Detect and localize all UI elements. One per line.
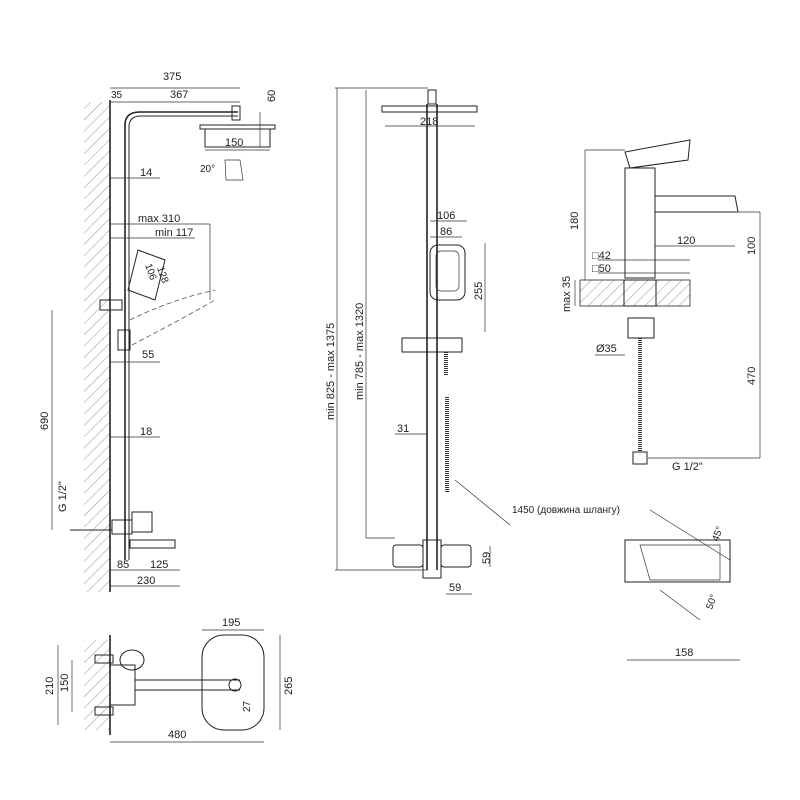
dim-55: 55 (142, 349, 154, 361)
dim-86: 86 (440, 226, 452, 238)
dim-bar-height: min 785 - max 1320 (354, 303, 366, 400)
dim-265: 265 (283, 677, 295, 695)
dim-125: 125 (150, 559, 168, 571)
mixer (422, 539, 442, 579)
thread-g-1-2: G 1/2" (57, 481, 69, 512)
spout (129, 539, 176, 549)
dim-255: 255 (473, 282, 485, 300)
dim-35: 35 (111, 90, 123, 101)
dim-27: 27 (242, 700, 253, 712)
angle-50: 50° (704, 593, 720, 611)
dim-60: 60 (266, 90, 278, 102)
dim-690: 690 (39, 412, 51, 430)
dim-max-310: max 310 (138, 213, 180, 225)
dim-367: 367 (170, 89, 188, 101)
dim-85: 85 (117, 559, 129, 571)
side-view: 375 35 367 60 150 20° 14 max 310 min 117… (39, 71, 278, 592)
head-outline (201, 634, 265, 731)
basin-faucet: 180 120 100 □42 □50 max 35 Ø35 470 G 1/2… (561, 139, 761, 661)
dim-14: 14 (140, 167, 152, 179)
dim-180: 180 (569, 212, 581, 230)
hand-shower (127, 249, 166, 301)
dim-max-35: max 35 (561, 276, 573, 312)
dim-18: 18 (140, 426, 152, 438)
hose-length-label: 1450 (довжина шлангу) (512, 505, 620, 516)
dim-31: 31 (397, 423, 409, 435)
dim-230: 230 (137, 575, 155, 587)
dim-470: 470 (746, 367, 758, 385)
wall-hatch (84, 102, 110, 592)
shower-pipe (124, 111, 238, 560)
dim-158: 158 (675, 647, 693, 659)
dim-59-horizontal: 59 (449, 582, 461, 594)
dim-150: 150 (225, 137, 243, 149)
dim-195: 195 (222, 617, 240, 629)
dim-106: 106 (437, 210, 455, 222)
rain-shower-head (199, 124, 276, 130)
top-view: 195 210 150 265 27 480 (44, 617, 295, 743)
dim-218: 218 (420, 116, 438, 128)
dim-square-42: □42 (592, 250, 611, 262)
rain-shower-head (381, 105, 478, 113)
angle-45: 45° (710, 525, 726, 543)
hand-shower (429, 244, 466, 301)
slider-holder (401, 337, 463, 353)
faucet-body (624, 167, 656, 279)
dim-128: 128 (154, 265, 170, 285)
dim-100: 100 (746, 237, 758, 255)
dim-min-117: min 117 (155, 227, 193, 239)
angle-20: 20° (200, 164, 215, 175)
dim-150: 150 (59, 674, 71, 692)
dim-375: 375 (163, 71, 181, 83)
dim-120: 120 (677, 235, 695, 247)
faucet-lever (624, 139, 691, 169)
dim-59-vertical: 59 (481, 552, 493, 564)
front-view: 218 min 825 - max 1375 min 785 - max 132… (325, 87, 620, 595)
dim-total-height: min 825 - max 1375 (325, 323, 337, 420)
dim-square-50: □50 (592, 263, 611, 275)
thread-g-1-2: G 1/2" (672, 461, 703, 473)
countertop (579, 279, 691, 307)
dim-diameter-35: Ø35 (596, 343, 617, 355)
dim-210: 210 (44, 677, 56, 695)
dim-480: 480 (168, 729, 186, 741)
faucet-spout (655, 195, 739, 213)
